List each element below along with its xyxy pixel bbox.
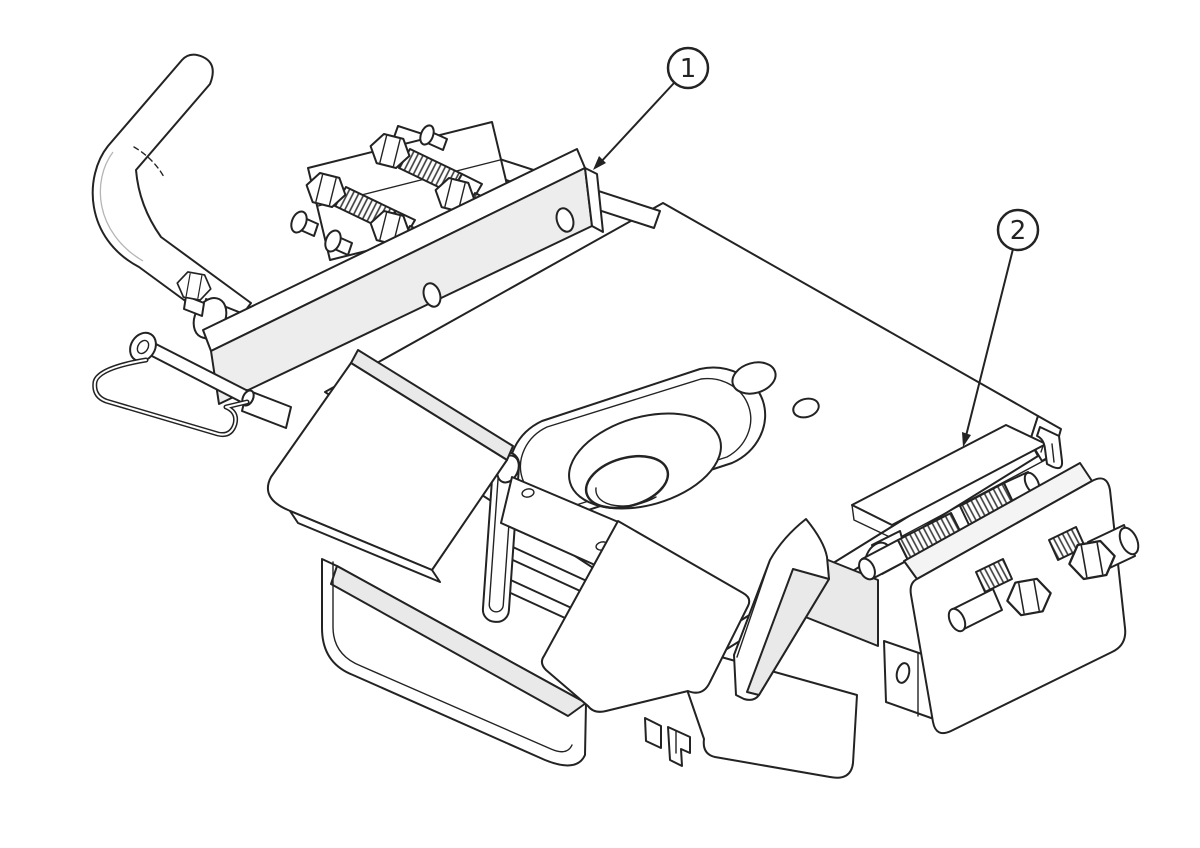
callout-1-leader-line (598, 82, 675, 165)
safety-pin-clip (92, 331, 292, 437)
guide-wedge-left (266, 349, 514, 583)
callout-2-label: 2 (1010, 216, 1027, 246)
guide-wedge-right (540, 520, 751, 713)
base-bottom-tabs (644, 717, 691, 767)
callout-1-circle (666, 46, 710, 90)
clamp2-bolt-center (975, 558, 1055, 619)
clamp2-bolt-right (1048, 524, 1140, 583)
clamp-assembly-right-part-2 (851, 424, 1140, 735)
callout-2-circle (996, 208, 1040, 252)
kingpin-slot (508, 366, 767, 518)
clamp-assembly-left-part-1 (91, 53, 661, 437)
callout-1[interactable]: 1 (593, 46, 710, 170)
bar-slot-hole-right (555, 207, 575, 233)
guide-horn (733, 518, 830, 701)
clamp1-rear-studs (290, 124, 448, 256)
bracket-hole (895, 662, 911, 684)
base-frame (266, 349, 949, 779)
callout-1-label: 1 (680, 54, 697, 84)
bar-slot-hole-left (422, 282, 442, 308)
callout-2-arrowhead (962, 432, 971, 447)
tow-bar (202, 148, 604, 405)
mounting-hole-large (731, 361, 777, 395)
mounting-hole-small (792, 397, 820, 419)
release-handle (91, 53, 252, 334)
callout-2[interactable]: 2 (962, 208, 1040, 447)
callout-1-arrowhead (593, 156, 606, 170)
clamp2-stud-left (858, 512, 962, 581)
clamp2-hook-tab (1036, 426, 1064, 470)
callout-2-leader-line (965, 248, 1014, 437)
clamp2-stud-lower (947, 588, 1003, 633)
mounting-holes (731, 361, 820, 419)
